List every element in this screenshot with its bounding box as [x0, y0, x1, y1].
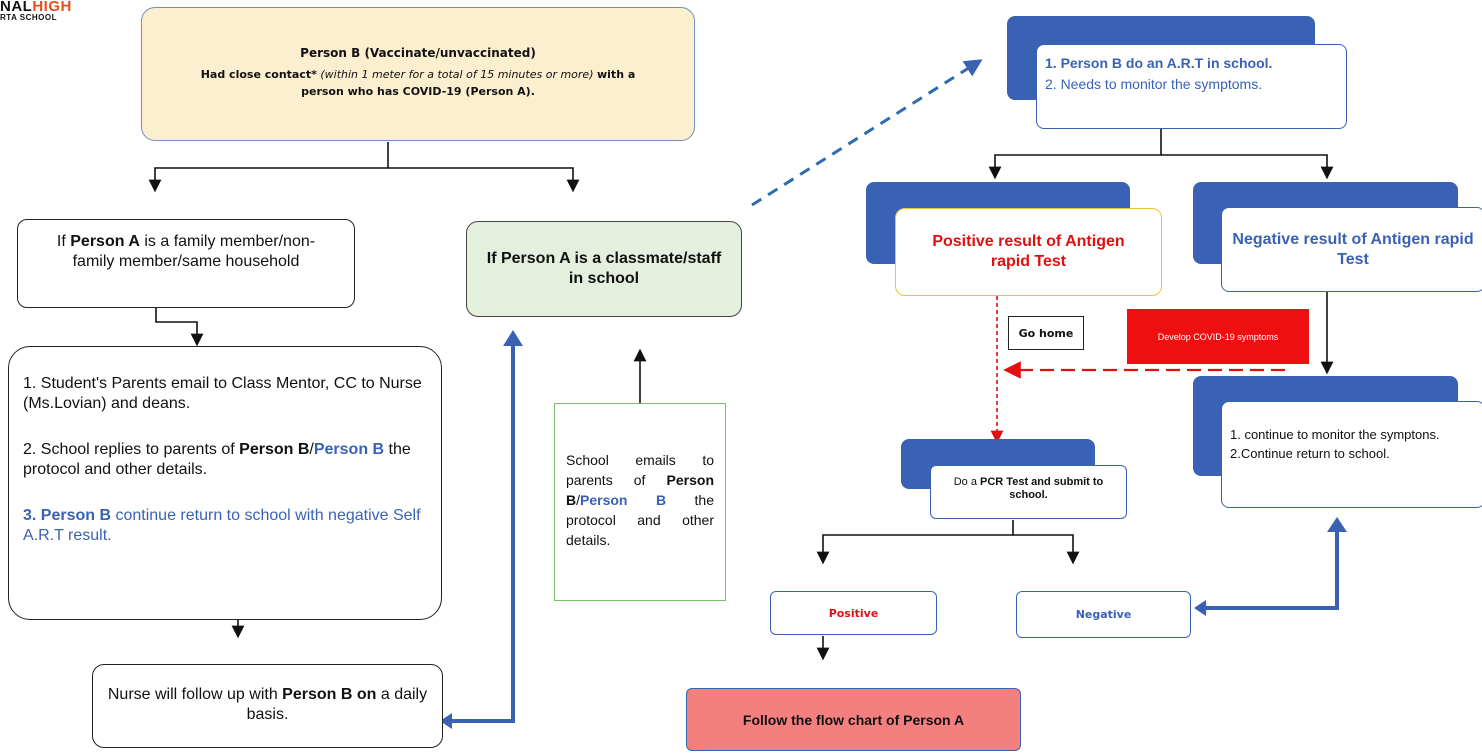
step-3-b: continue return to school with negative … — [23, 507, 421, 544]
positive-art-box: Positive result of Antigen rapid Test — [895, 208, 1162, 296]
step-3-a: 3. Person B — [23, 507, 112, 524]
monitor-item-2: 2.Continue return to school. — [1230, 446, 1390, 461]
classmate-text: If Person A is a classmate/staff in scho… — [486, 250, 722, 287]
monitor-box: 1. continue to monitor the symptons. 2.C… — [1221, 401, 1482, 508]
step-2-d: Person B — [313, 441, 385, 458]
monitor-item-1: 1. continue to monitor the symptons. — [1230, 427, 1440, 442]
pcr-b: PCR Test and submit to school. — [980, 476, 1104, 501]
steps-box: 1. Student's Parents email to Class Ment… — [8, 346, 442, 620]
top-box-line1-c: with a — [597, 68, 636, 81]
art-item-1: 1. Person B do an A.R.T in school. — [1045, 55, 1273, 71]
positive-art-text: Positive result of Antigen rapid Test — [932, 233, 1125, 270]
step-2-e: the protocol and other details. — [23, 441, 411, 478]
art-box: 1. Person B do an A.R.T in school. 2. Ne… — [1036, 44, 1347, 129]
pcr-negative-box: Negative — [1016, 591, 1191, 638]
pcr-negative-text: Negative — [1075, 608, 1132, 621]
top-box-title: Person B (Vaccinate/unvaccinated) — [300, 46, 536, 60]
nurse-box: Nurse will follow up with Person B on a … — [92, 664, 443, 748]
family-post: is a family member/non-family member/sam… — [72, 233, 316, 270]
top-box-line1-b: (within 1 meter for a total of 15 minute… — [320, 68, 594, 81]
follow-box: Follow the flow chart of Person A — [686, 688, 1021, 751]
negative-art-box: Negative result of Antigen rapid Test — [1221, 207, 1482, 292]
arrow-art-positive — [988, 128, 1162, 180]
pcr-a: Do a — [953, 476, 977, 488]
logo-line1-b: HIGH — [32, 0, 72, 15]
nurse-a: Nurse will follow up with — [107, 686, 278, 703]
family-person: Person A — [70, 233, 140, 250]
nurse-c: a daily basis. — [246, 686, 428, 723]
arrow-pcr-negative — [1013, 534, 1080, 565]
pcr-positive-text: Positive — [828, 606, 879, 620]
arrow-negative-monitor-up — [1206, 532, 1339, 610]
develop-symptoms-box: Develop COVID-19 symptoms — [1127, 309, 1309, 364]
pcr-box: Do a PCR Test and submit to school. — [930, 465, 1127, 519]
step-1: 1. Student's Parents email to Class Ment… — [23, 375, 422, 412]
step-2-b: Person B — [239, 441, 310, 458]
classmate-box: If Person A is a classmate/staff in scho… — [466, 221, 742, 317]
arrow-top-left — [148, 142, 389, 193]
arrow-family-steps — [155, 307, 204, 347]
art-item-2: 2. Needs to monitor the symptoms. — [1045, 76, 1263, 92]
follow-text: Follow the flow chart of Person A — [742, 711, 965, 728]
step-2-a: 2. School replies to parents of — [23, 441, 235, 458]
email-d: Person B — [580, 492, 667, 508]
logo-line1: NALHIGH — [0, 0, 72, 15]
step-3: 3. Person B continue return to school wi… — [23, 506, 429, 546]
go-home-text: Go home — [1018, 326, 1074, 340]
top-box-body: Had close contact* (within 1 meter for a… — [142, 66, 694, 100]
school-email-box: School emails to parents of Person B/Per… — [554, 403, 726, 601]
school-logo: NALHIGH RTA SCHOOL — [0, 0, 120, 24]
logo-line1-a: NAL — [0, 0, 33, 15]
arrow-nurse-classmate — [452, 346, 515, 723]
email-a: School emails to parents of — [566, 452, 714, 488]
nurse-b: Person B on — [282, 686, 377, 703]
top-box-line2: person who has COVID-19 (Person A). — [301, 85, 535, 98]
negative-art-text: Negative result of Antigen rapid Test — [1232, 230, 1474, 268]
arrow-dashed-blue — [751, 59, 983, 207]
pcr-positive-box: Positive — [770, 591, 937, 635]
arrow-pcr-positive — [816, 520, 1014, 565]
top-box-line1-a: Had close contact* — [200, 68, 317, 81]
family-box: If Person A is a family member/non-famil… — [17, 219, 355, 308]
email-b: Person B — [566, 472, 714, 508]
logo-line2: RTA SCHOOL — [0, 13, 57, 22]
email-e: the protocol and other details. — [566, 492, 714, 548]
family-pre: If — [56, 233, 66, 250]
step-2: 2. School replies to parents of Person B… — [23, 440, 429, 480]
step-2-c: / — [309, 441, 314, 458]
top-box: Person B (Vaccinate/unvaccinated) Had cl… — [141, 7, 695, 141]
email-c: / — [576, 492, 581, 508]
arrow-art-negative — [1161, 154, 1334, 180]
go-home-box: Go home — [1008, 316, 1084, 350]
arrow-top-right — [388, 167, 580, 193]
develop-symptoms-text: Develop COVID-19 symptoms — [1157, 331, 1279, 342]
